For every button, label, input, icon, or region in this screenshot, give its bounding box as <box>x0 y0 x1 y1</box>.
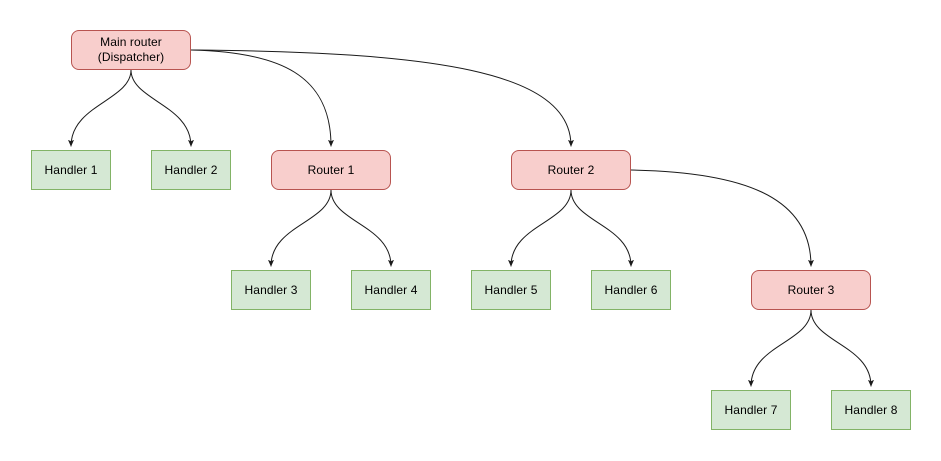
node-label-handler8: Handler 8 <box>844 402 898 417</box>
node-label-handler1: Handler 1 <box>44 162 98 177</box>
edge-main-to-router2 <box>190 49 574 147</box>
edge-router2-to-handler5 <box>508 189 572 267</box>
node-label-router3: Router 3 <box>787 282 835 297</box>
node-label-router1: Router 1 <box>307 162 355 177</box>
edge-router1-to-handler4 <box>330 189 394 267</box>
node-handler6[interactable]: Handler 6 <box>591 270 671 310</box>
node-handler7[interactable]: Handler 7 <box>711 390 791 430</box>
edge-main-to-handler2 <box>130 69 194 147</box>
edge-router3-to-handler8 <box>810 309 874 387</box>
node-handler3[interactable]: Handler 3 <box>231 270 311 310</box>
node-label-handler3: Handler 3 <box>244 282 298 297</box>
node-label-router2: Router 2 <box>547 162 595 177</box>
node-label-handler2: Handler 2 <box>164 162 218 177</box>
node-label-main: Main router (Dispatcher) <box>97 35 165 64</box>
edge-router2-to-router3 <box>630 169 814 267</box>
node-label-handler4: Handler 4 <box>364 282 418 297</box>
node-handler2[interactable]: Handler 2 <box>151 150 231 190</box>
node-router2[interactable]: Router 2 <box>511 150 631 190</box>
node-handler4[interactable]: Handler 4 <box>351 270 431 310</box>
edge-main-to-router1 <box>190 49 334 147</box>
node-router1[interactable]: Router 1 <box>271 150 391 190</box>
node-main[interactable]: Main router (Dispatcher) <box>71 30 191 70</box>
node-handler1[interactable]: Handler 1 <box>31 150 111 190</box>
edge-main-to-handler1 <box>68 69 132 147</box>
node-label-handler7: Handler 7 <box>724 402 778 417</box>
node-router3[interactable]: Router 3 <box>751 270 871 310</box>
edge-router1-to-handler3 <box>268 189 332 267</box>
edges-group <box>68 49 874 387</box>
edge-router2-to-handler6 <box>570 189 634 267</box>
edge-router3-to-handler7 <box>748 309 812 387</box>
node-handler5[interactable]: Handler 5 <box>471 270 551 310</box>
node-handler8[interactable]: Handler 8 <box>831 390 911 430</box>
node-label-handler5: Handler 5 <box>484 282 538 297</box>
node-label-handler6: Handler 6 <box>604 282 658 297</box>
